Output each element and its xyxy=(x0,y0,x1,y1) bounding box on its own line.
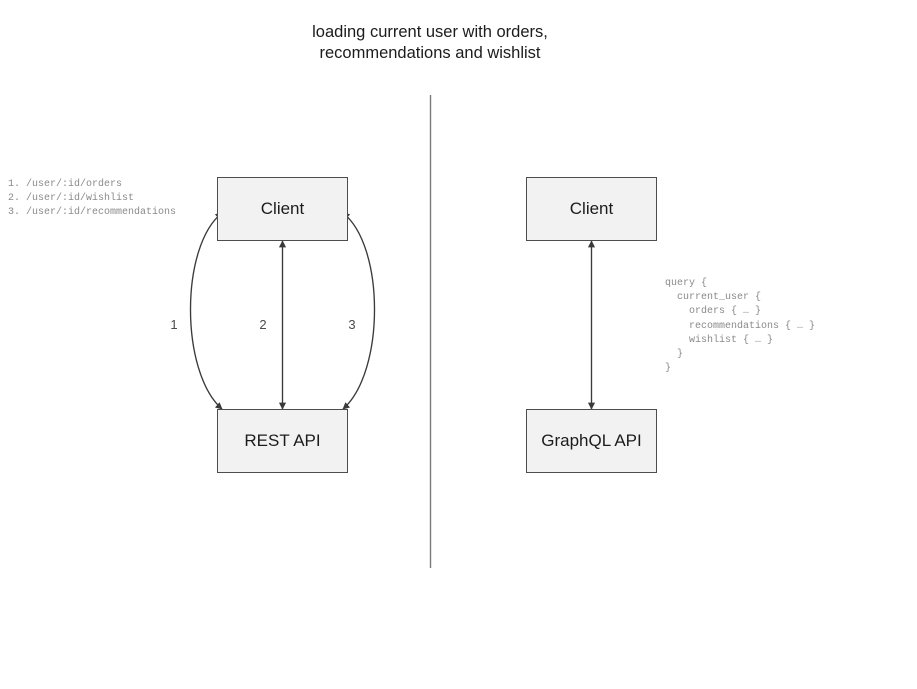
edge-3-client-rest xyxy=(342,212,376,410)
edge-label-2: 2 xyxy=(259,317,267,332)
node-client-graphql[interactable]: Client xyxy=(526,177,657,241)
edge-label-3: 3 xyxy=(348,317,356,332)
page-title: loading current user with orders, recomm… xyxy=(312,23,548,62)
edge-1-client-rest xyxy=(189,212,223,410)
edge-label-1: 1 xyxy=(170,317,178,332)
node-graphql-api[interactable]: GraphQL API xyxy=(526,409,657,473)
node-rest-api[interactable]: REST API xyxy=(217,409,348,473)
node-client-rest[interactable]: Client xyxy=(217,177,348,241)
graphql-query-snippet: query { current_user { orders { … } reco… xyxy=(665,278,816,375)
rest-endpoint-list: 1. /user/:id/orders 2. /user/:id/wishlis… xyxy=(8,179,177,219)
